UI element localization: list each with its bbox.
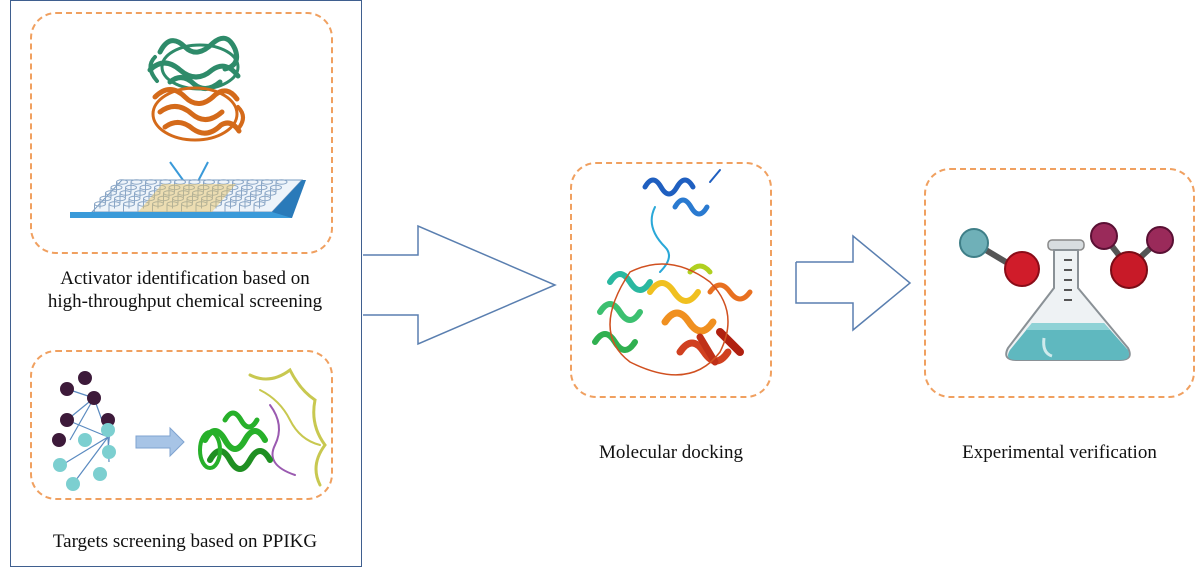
- node-teal-3: [53, 458, 67, 472]
- verification-caption: Experimental verification: [962, 442, 1157, 463]
- node-dark-2: [87, 391, 101, 405]
- screening-caption-line2: high-throughput chemical screening: [47, 291, 323, 312]
- small-arrow: [135, 426, 185, 458]
- molecule-purple-atom-1: [1090, 222, 1118, 250]
- node-dark-5: [52, 433, 66, 447]
- screening-illustration: [70, 35, 306, 218]
- node-dark-1: [60, 382, 74, 396]
- node-teal-2: [78, 433, 92, 447]
- docking-caption: Molecular docking: [598, 442, 744, 463]
- node-teal-6: [93, 467, 107, 481]
- screening-caption-line1: Activator identification based on: [60, 268, 310, 289]
- ppikg-illustration: [52, 367, 327, 491]
- node-teal-4: [102, 445, 116, 459]
- node-teal-5: [66, 477, 80, 491]
- ppikg-caption: Targets screening based on PPIKG: [52, 531, 318, 552]
- molecule-teal-atom: [959, 228, 989, 258]
- molecule-red-atom: [1004, 251, 1040, 287]
- network-nodes: [52, 371, 116, 491]
- docking-arrow: [795, 234, 912, 332]
- left-panel: [10, 0, 362, 567]
- docking-protein: [592, 169, 753, 376]
- node-dark-3: [60, 413, 74, 427]
- node-dark-6: [78, 371, 92, 385]
- protein-orange-domain: [151, 86, 245, 142]
- node-teal-1: [101, 423, 115, 437]
- molecule-purple-atom-2: [1146, 226, 1174, 254]
- flask-icon: [1005, 239, 1131, 361]
- complex-illustration: [198, 367, 327, 487]
- docking-box: [570, 162, 772, 398]
- well-plate: [70, 179, 306, 218]
- node-dark-4: [101, 413, 115, 427]
- flask-illustration: [959, 222, 1174, 361]
- molecule-red-atom-2: [1110, 251, 1148, 289]
